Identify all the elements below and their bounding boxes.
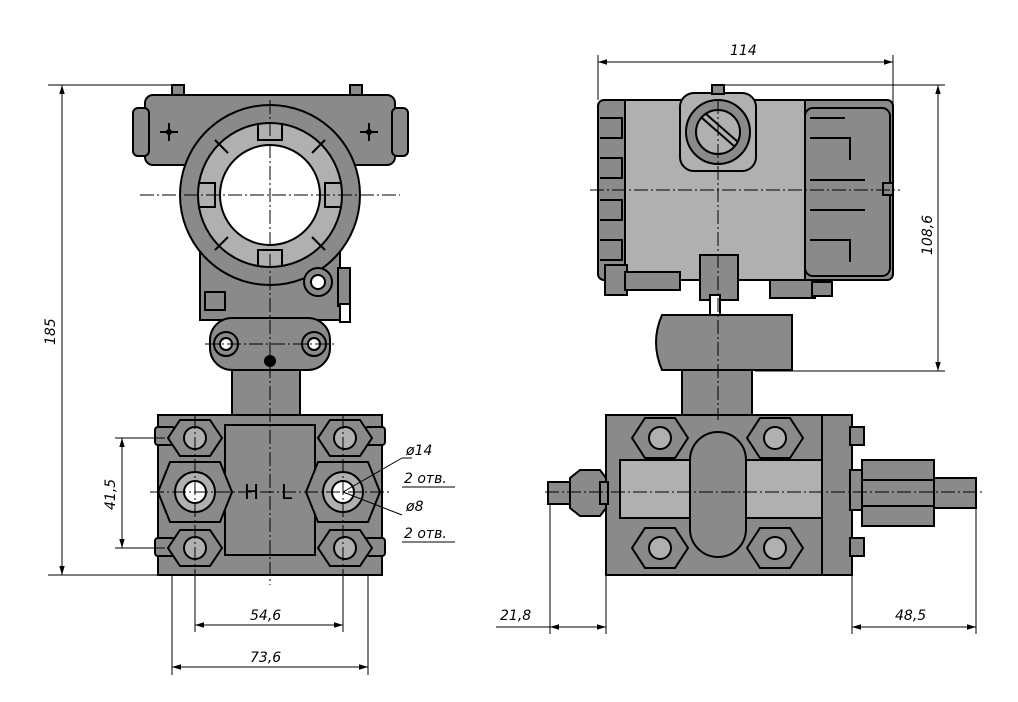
dimension-flange-width: 73,6: [171, 575, 369, 675]
dimension-fitting-left: 21,8: [496, 505, 607, 634]
callout-diameter-14: ø14: [405, 443, 432, 459]
svg-text:54,6: 54,6: [250, 608, 281, 624]
svg-text:108,6: 108,6: [920, 215, 936, 255]
svg-text:48,5: 48,5: [895, 608, 926, 624]
fitting-right: [861, 459, 977, 527]
svg-text:114: 114: [730, 43, 757, 59]
dimension-port-spacing-horizontal: 54,6: [194, 575, 344, 632]
front-view: H L ø14 2 отв. ø8 2 отв.: [132, 84, 455, 585]
port-label-high: H: [244, 480, 259, 504]
dimension-port-spacing-vertical: 41,5: [103, 437, 165, 549]
svg-text:73,6: 73,6: [250, 650, 281, 666]
svg-text:21,8: 21,8: [500, 608, 531, 624]
svg-text:185: 185: [43, 318, 59, 345]
callout-holes-14: 2 отв.: [404, 471, 447, 487]
callout-diameter-8: ø8: [405, 499, 424, 515]
dimension-housing-height: 108,6: [722, 84, 945, 372]
svg-text:41,5: 41,5: [103, 479, 119, 510]
side-view: [545, 84, 985, 576]
dimension-depth-114: 114: [597, 43, 894, 108]
callout-holes-8: 2 отв.: [404, 526, 447, 542]
dimension-fitting-right: 48,5: [851, 508, 977, 634]
port-label-low: L: [281, 480, 293, 504]
fitting-left: [547, 469, 609, 517]
dimension-height-185: 185: [43, 84, 178, 576]
